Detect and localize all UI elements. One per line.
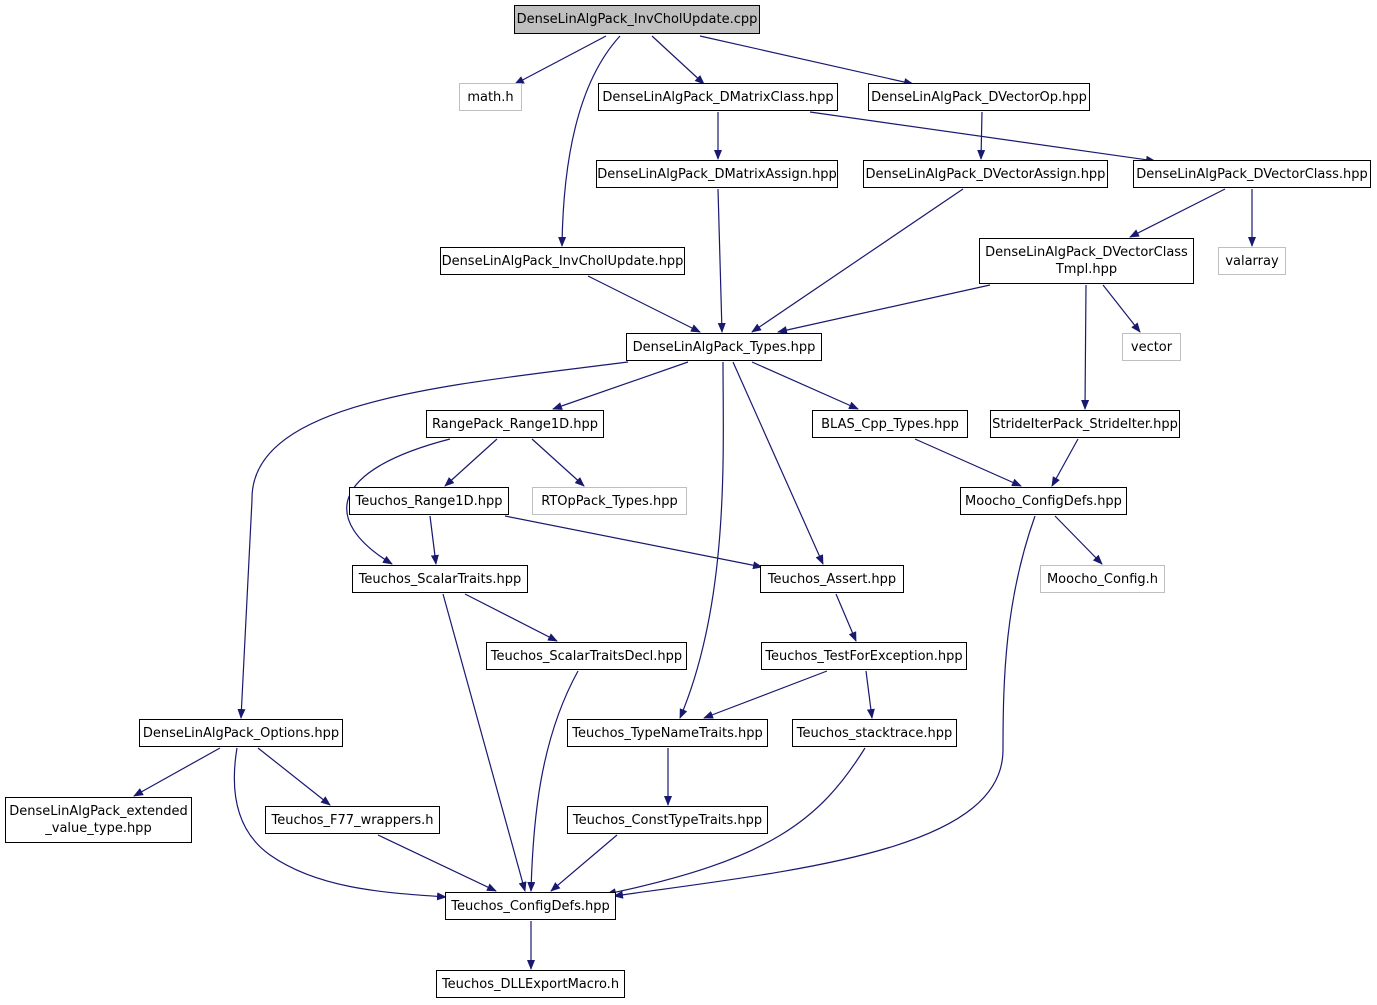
node-invcholhpp[interactable]: DenseLinAlgPack_InvCholUpdate.hpp [440,247,685,275]
edge-options-to-extvalue [133,747,221,797]
node-dllexport[interactable]: Teuchos_DLLExportMacro.h [436,970,625,998]
edge-consttypetraits-to-tconfigdefs [550,834,618,892]
node-root[interactable]: DenseLinAlgPack_InvCholUpdate.cpp [514,5,760,34]
edge-scalartraits-to-tconfigdefs [442,593,527,892]
node-dmatclass[interactable]: DenseLinAlgPack_DMatrixClass.hpp [598,83,838,111]
node-rtop: RTOpPack_Types.hpp [532,487,687,515]
edge-dvecop-to-dvecassign [977,111,986,160]
node-scalartraitsdecl[interactable]: Teuchos_ScalarTraitsDecl.hpp [486,642,687,670]
edge-strideiter-to-moochoconfigdefs [1051,438,1079,487]
node-scalartraits[interactable]: Teuchos_ScalarTraits.hpp [352,565,528,593]
node-options[interactable]: DenseLinAlgPack_Options.hpp [139,719,343,747]
node-strideiter[interactable]: StrideIterPack_StrideIter.hpp [990,410,1180,438]
node-range1d[interactable]: RangePack_Range1D.hpp [426,410,604,438]
edge-types-to-range1d [552,361,689,410]
edge-scalartraitsdecl-to-tconfigdefs [527,670,579,892]
edge-root-to-dmatclass [651,35,705,85]
node-moochoconfigdefs[interactable]: Moocho_ConfigDefs.hpp [960,487,1127,515]
node-moochoconfig: Moocho_Config.h [1040,565,1165,593]
node-types[interactable]: DenseLinAlgPack_Types.hpp [626,333,822,361]
edge-moochoconfigdefs-to-moochoconfig [1054,515,1103,565]
edge-types-to-options [237,361,629,719]
edge-f77-to-tconfigdefs [377,834,497,892]
node-testforexc[interactable]: Teuchos_TestForException.hpp [761,642,967,670]
node-extvalue[interactable]: DenseLinAlgPack_extended _value_type.hpp [5,797,192,843]
edge-moochoconfigdefs-to-tconfigdefs [613,515,1036,899]
edge-dvecclasstmpl-to-vector [1102,284,1141,333]
edge-types-to-blas [751,361,859,410]
node-blas[interactable]: BLAS_Cpp_Types.hpp [812,410,968,438]
edge-root-to-invcholhpp [558,35,621,247]
node-math: math.h [459,83,522,111]
node-consttypetraits[interactable]: Teuchos_ConstTypeTraits.hpp [567,806,768,834]
node-dvecclasstmpl[interactable]: DenseLinAlgPack_DVectorClass Tmpl.hpp [979,238,1194,284]
node-f77[interactable]: Teuchos_F77_wrappers.h [265,806,440,834]
edge-types-to-assert [732,361,824,565]
node-assert[interactable]: Teuchos_Assert.hpp [760,565,904,593]
edge-range1d-to-rtop [531,438,585,487]
edge-testforexc-to-typenametraits [703,670,828,719]
node-trange1d[interactable]: Teuchos_Range1D.hpp [349,487,509,515]
node-tconfigdefs[interactable]: Teuchos_ConfigDefs.hpp [445,892,616,920]
edge-assert-to-testforexc [835,593,857,642]
edge-testforexc-to-stacktrace [865,670,875,719]
edge-scalartraits-to-scalartraitsdecl [464,593,558,642]
node-dvecclass[interactable]: DenseLinAlgPack_DVectorClass.hpp [1133,160,1371,188]
node-valarray: valarray [1218,247,1286,275]
edge-invcholhpp-to-types [587,275,701,333]
edge-stacktrace-to-tconfigdefs [606,747,866,897]
node-dvecop[interactable]: DenseLinAlgPack_DVectorOp.hpp [868,83,1090,111]
edge-types-to-typenametraits [679,361,724,719]
node-vector: vector [1122,333,1181,361]
edge-dvecclasstmpl-to-strideiter [1081,284,1090,410]
edge-trange1d-to-scalartraits [429,515,439,565]
edge-dmatclass-to-dvecclass [809,111,1156,164]
node-stacktrace[interactable]: Teuchos_stacktrace.hpp [792,719,957,747]
node-typenametraits[interactable]: Teuchos_TypeNameTraits.hpp [567,719,768,747]
edge-root-to-math [514,35,607,85]
edge-trange1d-to-assert [504,515,763,570]
edge-blas-to-moochoconfigdefs [914,438,1022,487]
edge-dmatassign-to-types [717,188,726,333]
node-dmatassign[interactable]: DenseLinAlgPack_DMatrixAssign.hpp [596,160,838,188]
edge-options-to-tconfigdefs [233,747,447,901]
edge-dvecclass-to-dvecclasstmpl [1129,188,1226,238]
node-dvecassign[interactable]: DenseLinAlgPack_DVectorAssign.hpp [863,160,1108,188]
edge-root-to-dvecop [699,35,914,86]
edge-range1d-to-trange1d [444,438,498,487]
edge-dvecclasstmpl-to-types [777,284,991,334]
edge-dvecassign-to-types [751,188,964,333]
edge-options-to-f77 [257,747,331,806]
